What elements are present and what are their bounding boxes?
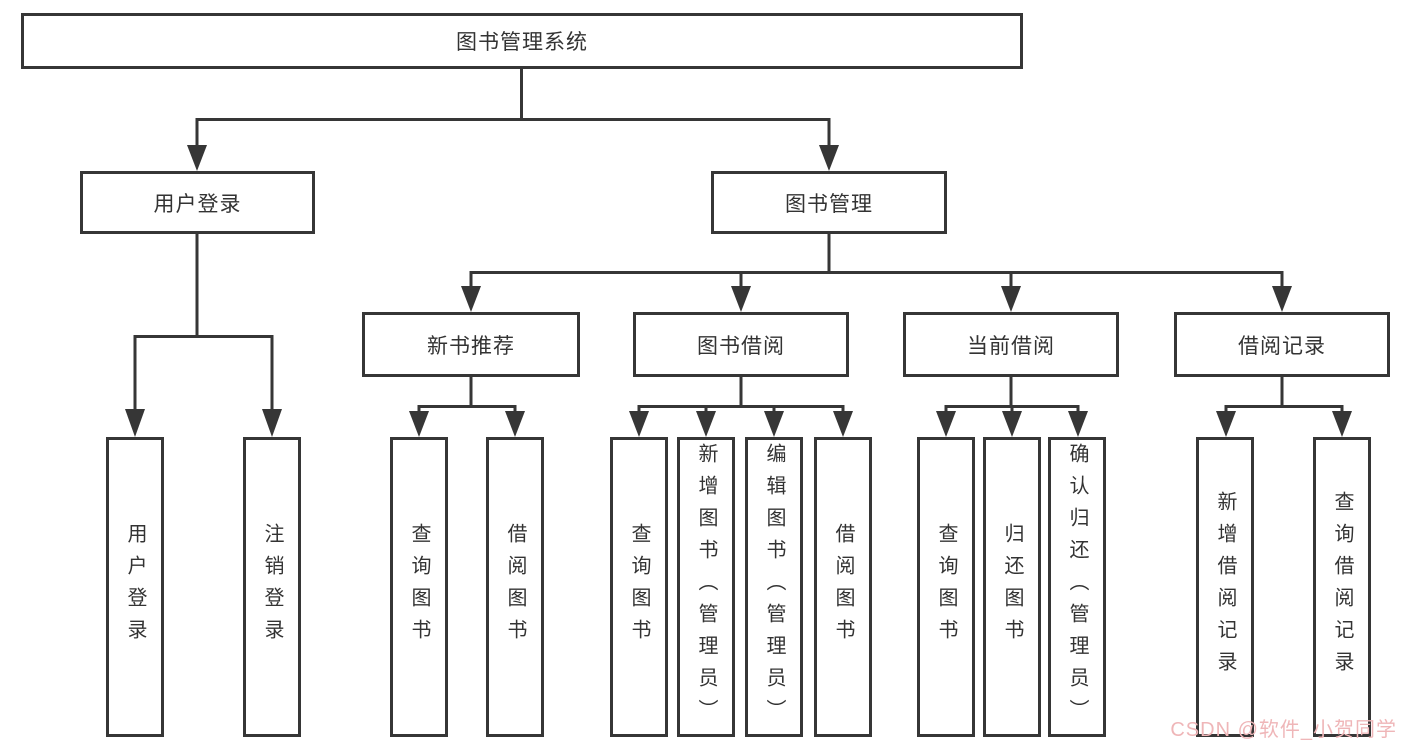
leaf-borrow-add-book-admin: 新增图书（管理员） bbox=[677, 437, 735, 737]
leaf-user-login-label: 用户登录 bbox=[124, 523, 146, 651]
leaf-borrow-query-book-label: 查询图书 bbox=[628, 523, 650, 651]
leaf-newbook-borrow-book-label: 借阅图书 bbox=[504, 523, 526, 651]
node-root-system: 图书管理系统 bbox=[21, 13, 1023, 69]
node-book-management: 图书管理 bbox=[711, 171, 947, 234]
leaf-borrow-edit-book-admin-label: 编辑图书（管理员） bbox=[763, 443, 785, 731]
node-user-login: 用户登录 bbox=[80, 171, 315, 234]
node-new-book-recommend: 新书推荐 bbox=[362, 312, 580, 377]
node-book-borrow: 图书借阅 bbox=[633, 312, 849, 377]
leaf-current-query-book: 查询图书 bbox=[917, 437, 975, 737]
leaf-record-add-label: 新增借阅记录 bbox=[1214, 491, 1236, 683]
leaf-borrow-borrow-book: 借阅图书 bbox=[814, 437, 872, 737]
leaf-borrow-query-book: 查询图书 bbox=[610, 437, 668, 737]
connector-current-to-leaves bbox=[936, 377, 1088, 437]
leaf-newbook-query-book: 查询图书 bbox=[390, 437, 448, 737]
leaf-current-confirm-return-admin: 确认归还（管理员） bbox=[1048, 437, 1106, 737]
leaf-borrow-add-book-admin-label: 新增图书（管理员） bbox=[695, 443, 717, 731]
connector-userlogin-to-leaves bbox=[125, 233, 282, 437]
node-borrow-record: 借阅记录 bbox=[1174, 312, 1390, 377]
leaf-logout: 注销登录 bbox=[243, 437, 301, 737]
connector-record-to-leaves bbox=[1216, 377, 1352, 437]
leaf-logout-label: 注销登录 bbox=[261, 523, 283, 651]
connector-bookmgmt-to-level3 bbox=[461, 233, 1292, 312]
leaf-user-login: 用户登录 bbox=[106, 437, 164, 737]
leaf-borrow-borrow-book-label: 借阅图书 bbox=[832, 523, 854, 651]
leaf-current-return-book-label: 归还图书 bbox=[1001, 523, 1023, 651]
leaf-current-confirm-return-admin-label: 确认归还（管理员） bbox=[1066, 443, 1088, 731]
leaf-newbook-borrow-book: 借阅图书 bbox=[486, 437, 544, 737]
connector-newbook-to-leaves bbox=[409, 377, 525, 437]
node-current-borrow: 当前借阅 bbox=[903, 312, 1119, 377]
leaf-borrow-edit-book-admin: 编辑图书（管理员） bbox=[745, 437, 803, 737]
connector-borrow-to-leaves bbox=[629, 377, 853, 437]
leaf-current-return-book: 归还图书 bbox=[983, 437, 1041, 737]
leaf-record-query: 查询借阅记录 bbox=[1313, 437, 1371, 737]
leaf-record-query-label: 查询借阅记录 bbox=[1331, 491, 1353, 683]
leaf-current-query-book-label: 查询图书 bbox=[935, 523, 957, 651]
connector-root-to-level2 bbox=[187, 68, 839, 171]
csdn-watermark: CSDN @软件_小贺同学 bbox=[1170, 719, 1397, 741]
leaf-newbook-query-book-label: 查询图书 bbox=[408, 523, 430, 651]
leaf-record-add: 新增借阅记录 bbox=[1196, 437, 1254, 737]
